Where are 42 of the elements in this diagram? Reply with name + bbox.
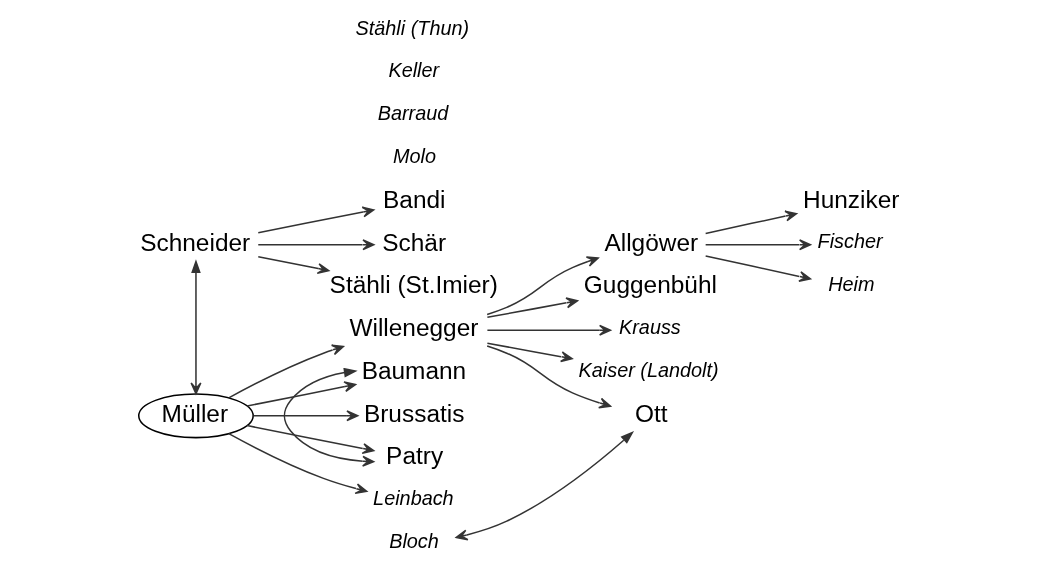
node-text: Leinbach: [372, 486, 454, 509]
arrow: [252, 410, 358, 422]
node-text: Barraud: [377, 102, 448, 125]
arrow: [257, 239, 374, 251]
node-text: Keller: [387, 59, 439, 82]
node-ellipse: Müller: [137, 393, 254, 439]
arrow: [245, 424, 374, 455]
node-text: Krauss: [618, 315, 681, 338]
node-text: Bloch: [388, 529, 439, 552]
arrow: [704, 239, 811, 251]
arrow: [486, 342, 573, 363]
node-text: Hunziker: [802, 185, 899, 213]
arrow: [227, 432, 367, 495]
arrow: [486, 324, 611, 336]
arrow: [189, 259, 202, 395]
node-text: Bandi: [382, 185, 446, 213]
node-text: Brussatis: [363, 399, 464, 427]
node-text: Ott: [634, 399, 668, 427]
node-text: Guggenbühl: [583, 271, 717, 299]
node-text: Heim: [827, 273, 875, 296]
node-text: Patry: [385, 442, 443, 470]
node-text: Stähli (St.Imier): [329, 271, 498, 299]
node-text: Fischer: [817, 230, 883, 253]
node-text: Baumann: [361, 356, 466, 384]
arrow: [704, 255, 811, 282]
node-text: Schär: [381, 228, 446, 256]
arrow: [257, 256, 329, 275]
node-text: Willenegger: [348, 314, 478, 342]
arrow: [485, 256, 599, 316]
arrow: [245, 381, 356, 407]
arrow: [486, 297, 578, 319]
arrow: [257, 206, 374, 234]
node-text: Kaiser (Landolt): [578, 358, 719, 381]
arrow: [283, 367, 374, 467]
arrow: [485, 345, 611, 409]
node-text: Molo: [392, 144, 436, 167]
arrow: [704, 210, 797, 235]
node-text: Schneider: [139, 228, 250, 256]
node-text: Allgöwer: [604, 228, 698, 256]
arrow: [455, 431, 634, 541]
node-text: Stähli (Thun): [355, 16, 469, 39]
arrow: [227, 344, 344, 399]
